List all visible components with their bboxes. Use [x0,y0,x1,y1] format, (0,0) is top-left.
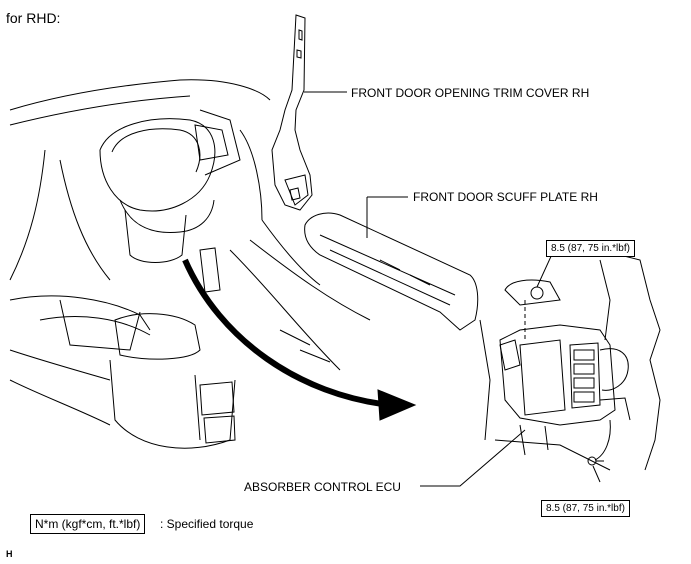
trim-cover-label: FRONT DOOR OPENING TRIM COVER RH [351,86,590,100]
torque-legend-text: : Specified torque [160,517,254,531]
location-arrow [182,258,417,421]
footer-code: H [6,549,13,559]
ecu-assembly-drawing [479,254,661,471]
torque-legend-box: N*m (kgf*cm, ft.*lbf) [30,514,146,534]
trim-cover-drawing [271,14,313,211]
scuff-plate-label: FRONT DOOR SCUFF PLATE RH [413,190,598,204]
scuff-plate-drawing [304,212,479,331]
page-title: for RHD: [6,10,61,26]
ecu-label: ABSORBER CONTROL ECU [244,480,401,494]
torque-spec-lower: 8.5 (87, 75 in.*lbf) [541,500,630,517]
torque-spec-upper: 8.5 (87, 75 in.*lbf) [546,240,635,257]
interior-illustration [9,79,371,449]
